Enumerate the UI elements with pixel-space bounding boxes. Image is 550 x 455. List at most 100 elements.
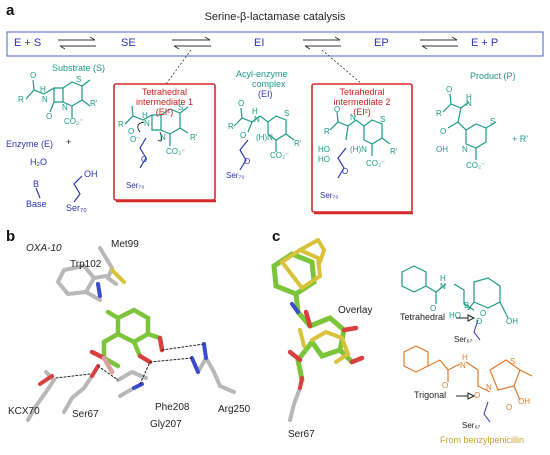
product-plus-r: + R': [512, 134, 528, 144]
acyl-n: N: [254, 115, 260, 124]
acyl-structure: [233, 107, 295, 152]
hbond-dashes: [55, 343, 205, 385]
product-s: S: [490, 117, 496, 126]
arg250-nitrogens: [190, 342, 208, 374]
tri-s: S: [510, 357, 516, 366]
acyl-co2: CO₂⁻: [270, 151, 290, 160]
substrate-n2: N: [62, 103, 68, 112]
overlay-yellow: [279, 238, 351, 364]
tet-h: H: [440, 274, 446, 283]
tri-oh: OH: [518, 397, 530, 406]
ser67-label: Ser67: [72, 409, 99, 420]
met99-sulfur: [110, 268, 126, 284]
ti1-h: H: [142, 111, 148, 120]
product-h: H: [466, 93, 472, 102]
product-r: R: [436, 109, 442, 118]
trigonal-arrow: [456, 392, 476, 400]
acyl-s: S: [284, 109, 290, 118]
enzyme-label: Enzyme (E): [6, 139, 54, 149]
enzyme-plus: +: [66, 137, 72, 147]
ti2-o: O: [334, 105, 341, 114]
overlay-oxygens: [287, 309, 365, 365]
acyl-hn: (H)N: [256, 133, 273, 142]
overlay-ser67-label: Ser67: [288, 429, 315, 440]
trigonal-ser-chain: [483, 401, 491, 423]
trigonal-label: Trigonal: [414, 390, 447, 400]
tetrahedral-arrow: [456, 314, 476, 322]
from-benzylpenicillin: From benzylpenicillin: [440, 435, 525, 445]
phe208-label: Phe208: [155, 402, 190, 413]
tet-n: N: [440, 282, 446, 291]
ti1-o-ser: O: [141, 155, 148, 164]
acyl-o2: O: [240, 131, 247, 140]
ti2-line2: intermediate 2: [333, 97, 391, 107]
enzyme-name: OXA-10: [26, 243, 62, 254]
tri-o: O: [442, 381, 449, 390]
acyl-line2: complex: [252, 79, 286, 89]
acyl-rp: R': [294, 139, 302, 148]
panel-c-letter: c: [272, 228, 281, 245]
ti1-line3: (EI¹): [155, 107, 174, 117]
acyl-ser-chain: [239, 139, 249, 171]
ti1-structure: [124, 105, 189, 146]
tetrahedral-ser-chain: [473, 319, 481, 341]
enzyme-ser-chain: [35, 175, 83, 203]
ti2-rp: R': [390, 147, 398, 156]
ti2-s: S: [380, 115, 386, 124]
ti1-line2: intermediate 1: [135, 97, 194, 107]
ti2-ho2: HO: [318, 155, 330, 164]
tet-o3: O: [476, 317, 483, 326]
base-atom: B: [33, 179, 40, 189]
ti2-o-ser: O: [342, 167, 349, 176]
ti1-s: S: [178, 103, 184, 112]
ti2-structure: [329, 111, 391, 156]
ti1-co2: CO₂⁻: [166, 147, 186, 156]
ti1-line1: Tetrahedral: [141, 87, 188, 97]
tet-b: B: [464, 301, 470, 310]
ti2-ho: HO: [318, 145, 330, 154]
ti1-ser-chain: [137, 121, 163, 169]
ser67-sticks: [62, 374, 94, 414]
substrate-o: O: [30, 71, 37, 80]
phe208-gly207-sticks: [116, 369, 148, 398]
acyl-h: H: [252, 107, 258, 116]
tet-o: O: [430, 304, 437, 313]
product-n2: N: [462, 145, 468, 154]
base-label: Base: [26, 199, 47, 209]
acyl-r: R: [228, 122, 234, 131]
substrate-label: Substrate (S): [52, 63, 106, 73]
ti2-ser70: Ser₇₀: [320, 191, 339, 200]
ti2-hn: (H)N: [350, 145, 367, 154]
tri-n: N: [460, 361, 466, 370]
ti1-rp: R': [190, 133, 198, 142]
ti1-o: O: [128, 127, 135, 136]
ti1-n: N: [144, 119, 150, 128]
ti1-ser70: Ser₇₀: [126, 181, 145, 190]
gly207-label: Gly207: [150, 419, 182, 430]
acyl-o: O: [238, 99, 245, 108]
overlay-ser67-oxygen: [298, 376, 304, 390]
panel-a-letter: a: [6, 2, 15, 19]
scheme-e-plus-s: E + S: [14, 37, 42, 49]
backbone-nitrogen: [132, 382, 144, 390]
tri-n2: N: [486, 383, 492, 392]
scheme-ep: EP: [374, 37, 389, 49]
tri-o3: O: [506, 403, 513, 412]
substrate-o2: O: [46, 112, 53, 121]
arg250-sticks: [196, 353, 236, 394]
ser67-oxygen: [90, 364, 100, 378]
product-label: Product (P): [470, 71, 516, 81]
tet-oh: OH: [506, 317, 518, 326]
scheme-e-plus-p: E + P: [471, 37, 499, 49]
substrate-structure: [25, 79, 91, 118]
scheme-se: SE: [121, 37, 136, 49]
product-structure: [442, 93, 497, 160]
ti2-dashed-line: [321, 49, 363, 85]
substrate-rp: R': [90, 99, 98, 108]
acyl-ser70: Ser₇₀: [226, 171, 245, 180]
product-n: N: [466, 99, 472, 108]
ti2-r: R: [324, 127, 330, 136]
panel-b-letter: b: [6, 228, 16, 245]
